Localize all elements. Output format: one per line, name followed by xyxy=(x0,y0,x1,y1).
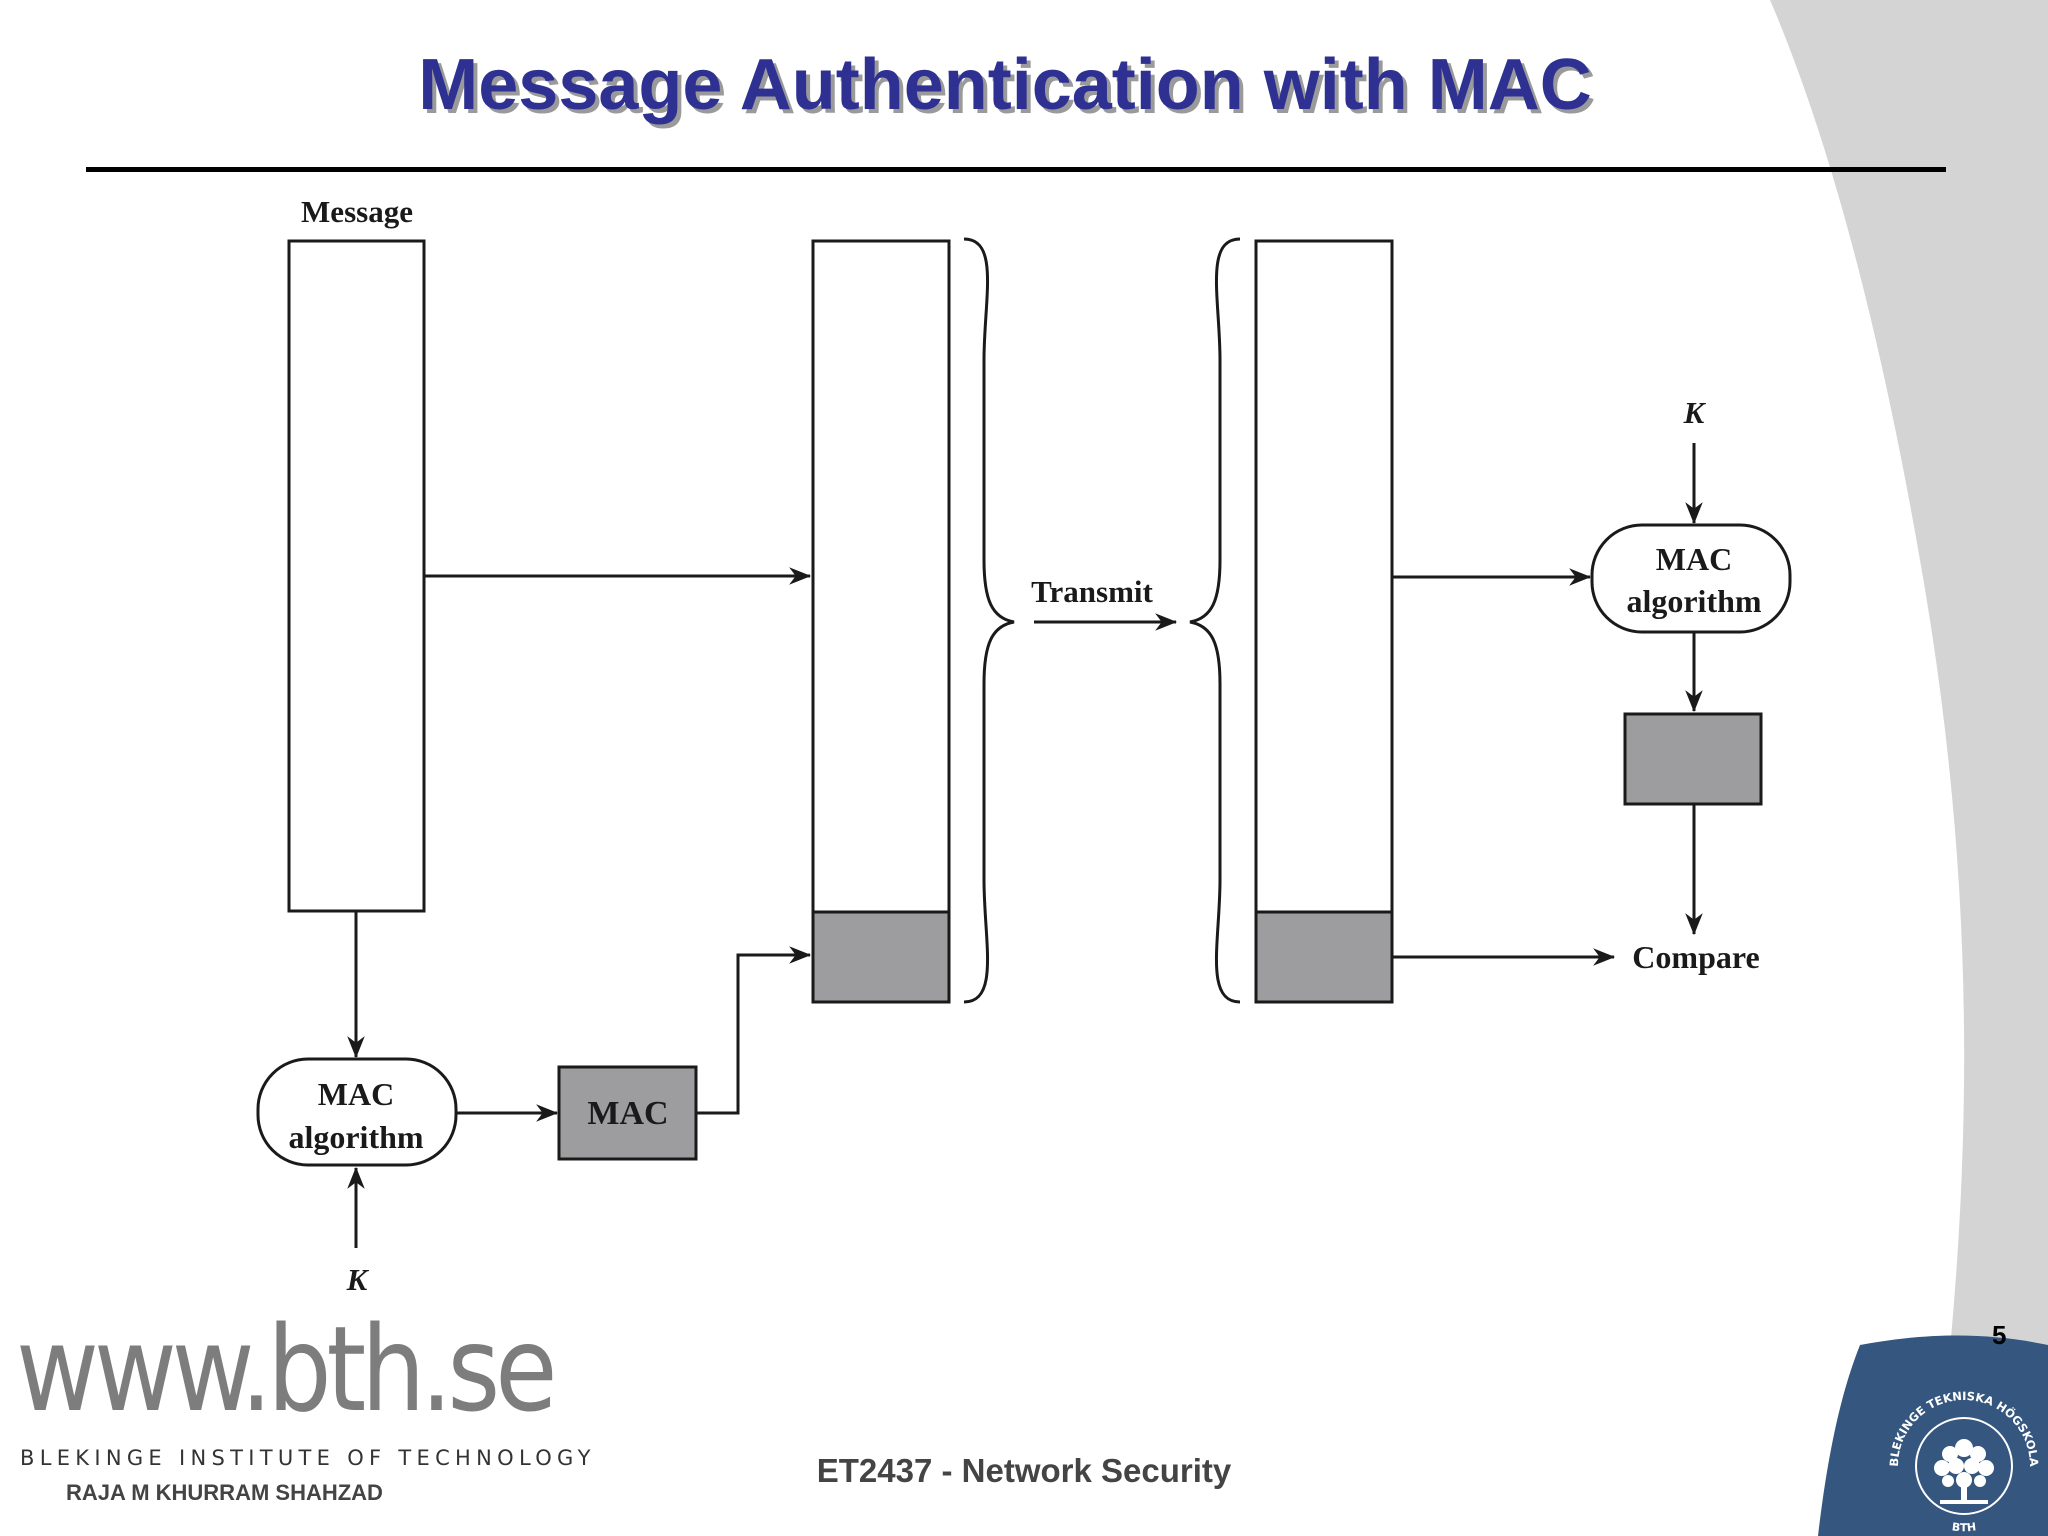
right-side-band xyxy=(1770,0,2048,1536)
title-divider xyxy=(86,167,1946,172)
receiver-mac-algorithm-line1: MAC xyxy=(1656,541,1732,577)
seal-text-bottom: BTH xyxy=(1951,1520,1977,1534)
footer-url: www.bth.se xyxy=(16,1300,558,1438)
seal-tree-icon xyxy=(1934,1439,1994,1504)
received-packet-brace xyxy=(1189,237,1241,1004)
receiver-computed-mac-box xyxy=(1623,712,1763,806)
received-packet-mac xyxy=(1254,910,1394,1004)
compare-label: Compare xyxy=(1632,939,1759,975)
seal-corner-panel xyxy=(1818,1335,2048,1536)
slide-title: Message Authentication with MAC xyxy=(418,45,1592,125)
received-packet-message xyxy=(1254,239,1394,914)
mac-to-packet-arrow xyxy=(696,946,812,1115)
receiver-mac-algorithm-line2: algorithm xyxy=(1626,583,1761,619)
receiver-mac-algorithm-box xyxy=(1590,523,1792,634)
footer-course: ET2437 - Network Security xyxy=(816,1452,1232,1489)
sender-mac-algorithm-line2: algorithm xyxy=(288,1119,423,1155)
receiver-key-label: K xyxy=(1683,395,1707,430)
bth-seal-logo: BLEKINGE TEKNISKA HÖGSKOLA BTH xyxy=(1887,1389,2041,1534)
sent-packet-mac xyxy=(811,910,951,1004)
transmit-label: Transmit xyxy=(1031,574,1153,609)
footer-institute: BLEKINGE INSTITUTE OF TECHNOLOGY xyxy=(20,1446,596,1470)
sent-packet-brace xyxy=(963,237,1015,1004)
seal-ring xyxy=(1915,1417,2013,1515)
sender-mac-algorithm-line1: MAC xyxy=(318,1076,394,1112)
footer-author: RAJA M KHURRAM SHAHZAD xyxy=(66,1480,383,1505)
sent-packet-message xyxy=(811,239,951,914)
sender-message-block xyxy=(287,239,426,913)
message-label: Message xyxy=(301,194,413,229)
page-number: 5 xyxy=(1992,1320,2007,1350)
sender-key-label: K xyxy=(346,1262,370,1297)
sender-mac-box-label: MAC xyxy=(587,1095,668,1132)
